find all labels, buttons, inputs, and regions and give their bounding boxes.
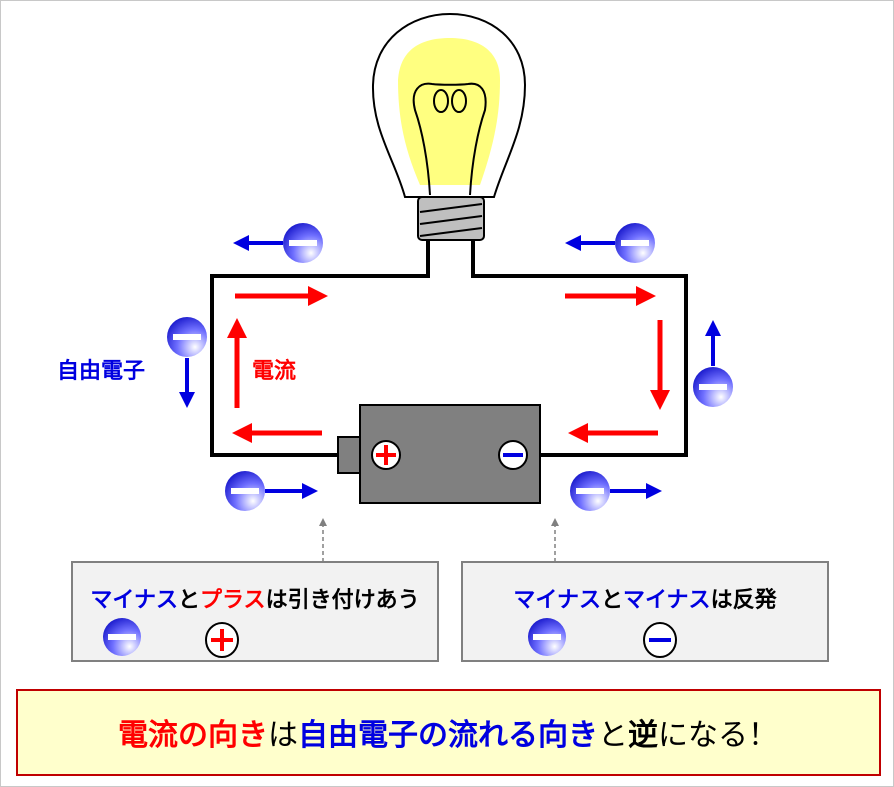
electron-arrows xyxy=(179,235,721,499)
note-text: は反発 xyxy=(711,588,778,613)
current-arrows xyxy=(227,286,670,443)
note-text: マイナス xyxy=(90,588,178,613)
electron-icon xyxy=(693,367,733,407)
circuit-wire xyxy=(210,240,688,457)
conclusion-text: 自由電子の流れる向き xyxy=(298,718,598,753)
electron-icon xyxy=(103,618,141,656)
conclusion-text: 逆 xyxy=(628,718,658,753)
battery-minus-terminal-icon xyxy=(498,440,528,470)
electron-icon xyxy=(167,317,207,357)
minus-charge-icon xyxy=(643,622,677,658)
plus-charge-icon xyxy=(205,622,239,658)
svg-text:電流の向きは自由電子の流れる向きと逆になる！: 電流の向きは自由電子の流れる向きと逆になる！ xyxy=(118,718,778,753)
current-label: 電流 xyxy=(252,358,296,384)
conclusion-text: と xyxy=(598,718,628,753)
conclusion-text: 電流の向き xyxy=(118,718,268,753)
electron-icon xyxy=(570,471,610,511)
free-electron-label: 自由電子 xyxy=(57,358,145,384)
light-bulb xyxy=(371,12,527,241)
electron-icon xyxy=(225,471,265,511)
conclusion-text: は xyxy=(268,718,298,753)
electron-icon xyxy=(615,223,655,263)
note-text: と xyxy=(178,588,200,613)
electron-icon xyxy=(283,223,323,263)
conclusion-banner: 電流の向きは自由電子の流れる向きと逆になる！ xyxy=(16,689,881,776)
note-text: マイナス xyxy=(623,588,711,613)
attraction-note: マイナスとプラスは引き付けあう xyxy=(71,561,439,662)
note-text: プラス xyxy=(200,588,266,613)
svg-text:マイナスとマイナスは反発: マイナスとマイナスは反発 xyxy=(513,588,777,613)
electrons xyxy=(167,223,733,511)
note-text: と xyxy=(601,588,623,613)
repulsion-note: マイナスとマイナスは反発 xyxy=(461,561,829,662)
note-text: は引き付けあう xyxy=(266,588,420,613)
battery-plus-terminal-icon xyxy=(371,440,401,470)
battery xyxy=(337,404,541,504)
electron-icon xyxy=(528,618,566,656)
svg-text:マイナスとプラスは引き付けあう: マイナスとプラスは引き付けあう xyxy=(90,588,419,613)
conclusion-text: になる！ xyxy=(658,718,778,753)
note-text: マイナス xyxy=(513,588,601,613)
